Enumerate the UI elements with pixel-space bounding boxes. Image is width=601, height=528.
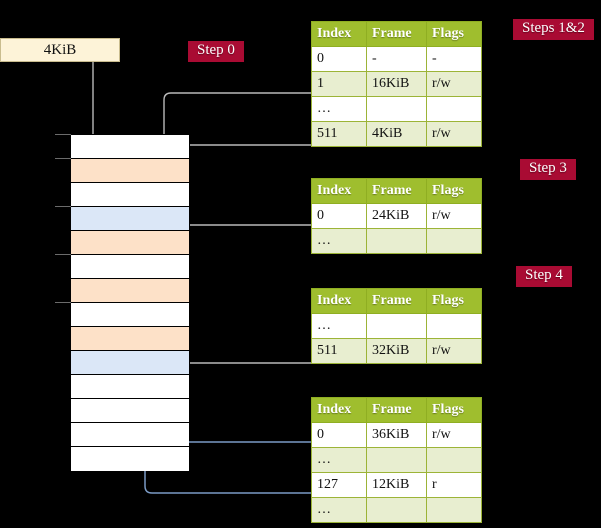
memory-block xyxy=(55,254,189,279)
column-header-flags: Flags xyxy=(426,178,482,204)
cell-frame: - xyxy=(366,46,427,72)
table-row: 0-- xyxy=(311,46,482,72)
memory-block xyxy=(71,279,189,303)
block-tick-mark xyxy=(55,206,71,207)
cell-flags: r/w xyxy=(426,121,482,147)
physical-memory-blocks xyxy=(55,134,190,471)
cell-frame: 4KiB xyxy=(366,121,427,147)
cell-index: 0 xyxy=(311,46,367,72)
table-row: … xyxy=(311,447,482,473)
wire-table1-row511-to-block xyxy=(177,144,311,162)
cell-index: 0 xyxy=(311,422,367,448)
cell-index: 511 xyxy=(311,121,367,147)
block-tick-mark xyxy=(55,254,71,255)
memory-block xyxy=(71,423,189,447)
column-header-flags: Flags xyxy=(426,21,482,47)
cell-index: … xyxy=(311,497,367,523)
memory-block xyxy=(55,302,189,327)
badge-step-0: Step 0 xyxy=(188,41,244,62)
cell-flags: r xyxy=(426,472,482,498)
memory-block xyxy=(71,375,189,399)
cell-flags xyxy=(426,96,482,122)
cell-frame xyxy=(366,497,427,523)
cell-frame: 36KiB xyxy=(366,422,427,448)
column-header-frame: Frame xyxy=(366,397,427,423)
wire-table3-row511-to-block xyxy=(171,304,311,364)
block-tick-mark xyxy=(55,158,71,159)
cell-flags: r/w xyxy=(426,338,482,364)
cell-index: 127 xyxy=(311,472,367,498)
size-box-4kib: 4KiB xyxy=(0,38,120,62)
column-header-index: Index xyxy=(311,397,367,423)
memory-block xyxy=(71,447,189,471)
cell-frame: 16KiB xyxy=(366,71,427,97)
memory-block xyxy=(71,327,189,351)
memory-block xyxy=(55,206,189,231)
wire-table2-row0-to-block xyxy=(177,224,311,276)
cell-frame xyxy=(366,447,427,473)
column-header-flags: Flags xyxy=(426,397,482,423)
cell-frame xyxy=(366,313,427,339)
cell-index: 1 xyxy=(311,71,367,97)
cell-flags xyxy=(426,497,482,523)
table-row: … xyxy=(311,497,482,523)
cell-index: … xyxy=(311,228,367,254)
cell-flags: r/w xyxy=(426,203,482,229)
size-box-label: 4KiB xyxy=(43,41,77,58)
cell-index: … xyxy=(311,313,367,339)
table-row: … xyxy=(311,313,482,339)
cell-flags xyxy=(426,313,482,339)
cell-index: … xyxy=(311,447,367,473)
memory-block xyxy=(71,399,189,423)
memory-block xyxy=(71,351,189,375)
column-header-frame: Frame xyxy=(366,21,427,47)
cell-frame xyxy=(366,228,427,254)
column-header-index: Index xyxy=(311,178,367,204)
cell-frame: 32KiB xyxy=(366,338,427,364)
badge-step-3: Step 3 xyxy=(520,159,576,180)
memory-block xyxy=(71,183,189,207)
memory-block xyxy=(55,134,189,159)
cell-frame: 12KiB xyxy=(366,472,427,498)
column-header-flags: Flags xyxy=(426,288,482,314)
cell-index: … xyxy=(311,96,367,122)
table-row: … xyxy=(311,228,482,254)
cell-index: 511 xyxy=(311,338,367,364)
badge-steps-1-2: Steps 1&2 xyxy=(513,19,594,40)
memory-block xyxy=(71,231,189,255)
cell-flags: - xyxy=(426,46,482,72)
cell-index: 0 xyxy=(311,203,367,229)
column-header-frame: Frame xyxy=(366,178,427,204)
cell-frame xyxy=(366,96,427,122)
block-tick-mark xyxy=(55,302,71,303)
cell-flags: r/w xyxy=(426,422,482,448)
block-tick-mark xyxy=(55,134,71,135)
cell-frame: 24KiB xyxy=(366,203,427,229)
table-row: … xyxy=(311,96,482,122)
cell-flags: r/w xyxy=(426,71,482,97)
column-header-index: Index xyxy=(311,21,367,47)
column-header-frame: Frame xyxy=(366,288,427,314)
badge-step-4: Step 4 xyxy=(516,266,572,287)
cell-flags xyxy=(426,228,482,254)
column-header-index: Index xyxy=(311,288,367,314)
cell-flags xyxy=(426,447,482,473)
memory-block xyxy=(55,158,189,183)
